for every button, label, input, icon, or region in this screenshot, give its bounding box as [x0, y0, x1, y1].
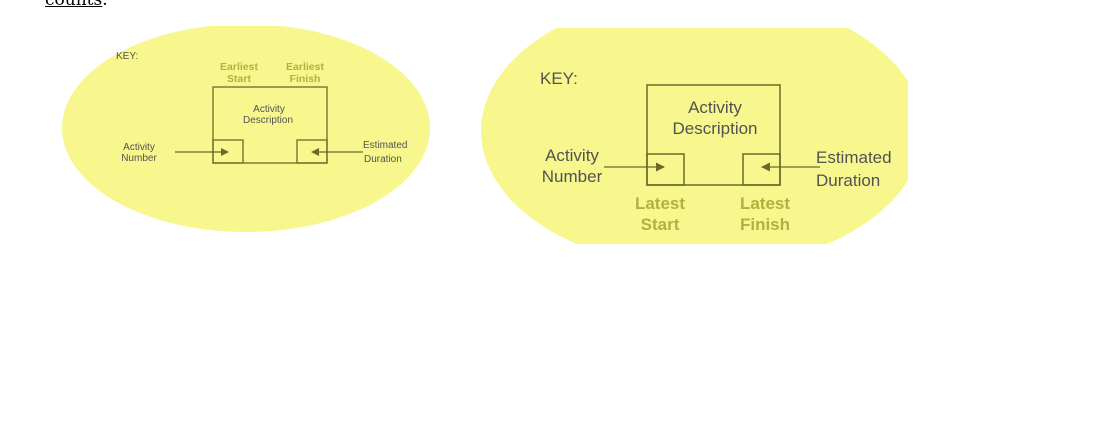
right-estimated-duration-line2: Duration — [816, 171, 880, 190]
left-earliest-finish-line1: Earliest — [286, 61, 324, 73]
right-duration-cell — [742, 153, 781, 186]
left-activity-number-line1: Activity — [123, 142, 155, 153]
left-key-ellipse — [62, 26, 430, 232]
right-key-ellipse — [481, 28, 908, 244]
right-activity-number-line1: Activity — [545, 146, 599, 165]
right-activity-number-line2: Number — [542, 167, 603, 186]
left-key-title: KEY: — [116, 51, 138, 62]
top-text-trailing: . — [102, 0, 108, 10]
right-activity-description-line2: Description — [672, 119, 757, 138]
right-latest-finish-line2: Finish — [740, 215, 790, 234]
right-latest-finish-line1: Latest — [740, 194, 790, 213]
left-activity-box — [212, 86, 328, 164]
right-latest-start-line2: Start — [641, 215, 680, 234]
left-earliest-finish-line2: Finish — [290, 73, 321, 85]
right-key-title: KEY: — [540, 69, 578, 88]
top-text-fragment: counts. — [45, 0, 108, 10]
right-activity-description-line1: Activity — [688, 98, 742, 117]
right-activity-number-cell — [646, 153, 685, 186]
left-estimated-duration-line2: Duration — [364, 154, 402, 165]
left-activity-description-line2: Description — [243, 115, 293, 126]
left-estimated-duration-line1: Estimated — [363, 140, 407, 151]
left-earliest-start-line2: Start — [227, 73, 251, 85]
right-activity-box — [646, 84, 781, 186]
right-estimated-duration-line1: Estimated — [816, 148, 892, 167]
left-activity-description-line1: Activity — [253, 104, 285, 115]
top-text-word: counts — [45, 0, 103, 10]
left-activity-number-line2: Number — [121, 153, 157, 164]
left-earliest-start-line1: Earliest — [220, 61, 258, 73]
right-latest-start-line1: Latest — [635, 194, 685, 213]
